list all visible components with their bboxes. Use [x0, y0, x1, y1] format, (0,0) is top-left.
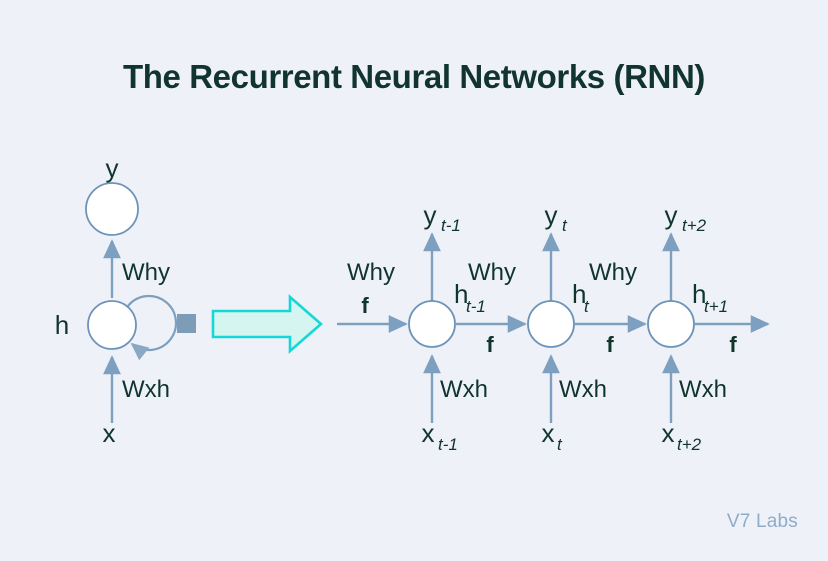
- step2-output-label: y: [545, 200, 558, 230]
- unrolled-step-2: y t Why h t Wxh x t f: [468, 200, 647, 454]
- step1-weight-xh-label: Wxh: [440, 376, 488, 403]
- folded-recurrence-square[interactable]: [177, 314, 196, 333]
- step2-input-label: x: [542, 418, 555, 448]
- unrolled-rnn-group: f y t-1 Why h t-1 Wxh x t-1 f y t: [337, 200, 770, 454]
- step2-weight-hy-label: Why: [468, 259, 516, 286]
- step2-weight-xh-label: Wxh: [559, 376, 607, 403]
- folded-weight-xh-label: Wxh: [122, 376, 170, 403]
- step3-input-subscript: t+2: [677, 435, 702, 454]
- step3-hidden-subscript: t+1: [704, 297, 728, 316]
- unroll-arrow-shape[interactable]: [211, 294, 323, 354]
- folded-input-label: x: [103, 418, 116, 448]
- step2-hidden-node[interactable]: [527, 300, 575, 348]
- folded-weight-hy-label: Why: [122, 259, 170, 286]
- step3-transfer-label: f: [729, 332, 737, 357]
- step3-output-subscript: t+2: [682, 216, 707, 235]
- step1-output-subscript: t-1: [441, 216, 461, 235]
- page-title: The Recurrent Neural Networks (RNN): [123, 58, 705, 95]
- step2-hidden-subscript: t: [584, 297, 590, 316]
- folded-output-node[interactable]: [85, 182, 139, 236]
- step3-weight-hy-label: Why: [589, 259, 637, 286]
- step3-hidden-label: h: [692, 279, 706, 309]
- step2-hidden-label: h: [572, 279, 586, 309]
- folded-rnn-group: y Why h Wxh x: [55, 153, 196, 448]
- folded-hidden-node[interactable]: [87, 300, 137, 350]
- unrolled-step-3: y t+2 Why h t+1 Wxh x t+2 f: [589, 200, 770, 454]
- watermark: V7 Labs: [726, 511, 798, 532]
- unrolled-incoming-f-label: f: [361, 293, 369, 318]
- folded-output-label: y: [106, 153, 119, 183]
- step1-transfer-label: f: [486, 332, 494, 357]
- step3-output-label: y: [665, 200, 678, 230]
- step1-hidden-subscript: t-1: [466, 297, 486, 316]
- folded-hidden-label: h: [55, 310, 69, 340]
- unroll-arrow[interactable]: [211, 294, 323, 354]
- step1-hidden-node[interactable]: [408, 300, 456, 348]
- step2-input-subscript: t: [557, 435, 563, 454]
- step1-hidden-label: h: [454, 279, 468, 309]
- step3-input-label: x: [662, 418, 675, 448]
- step2-output-subscript: t: [562, 216, 568, 235]
- unrolled-step-1: y t-1 Why h t-1 Wxh x t-1 f: [347, 200, 527, 454]
- step2-transfer-label: f: [606, 332, 614, 357]
- step3-hidden-node[interactable]: [647, 300, 695, 348]
- step1-input-label: x: [422, 418, 435, 448]
- step1-weight-hy-label: Why: [347, 259, 395, 286]
- folded-self-loop-arc: [127, 294, 178, 361]
- step1-output-label: y: [424, 200, 437, 230]
- step1-input-subscript: t-1: [438, 435, 458, 454]
- step3-weight-xh-label: Wxh: [679, 376, 727, 403]
